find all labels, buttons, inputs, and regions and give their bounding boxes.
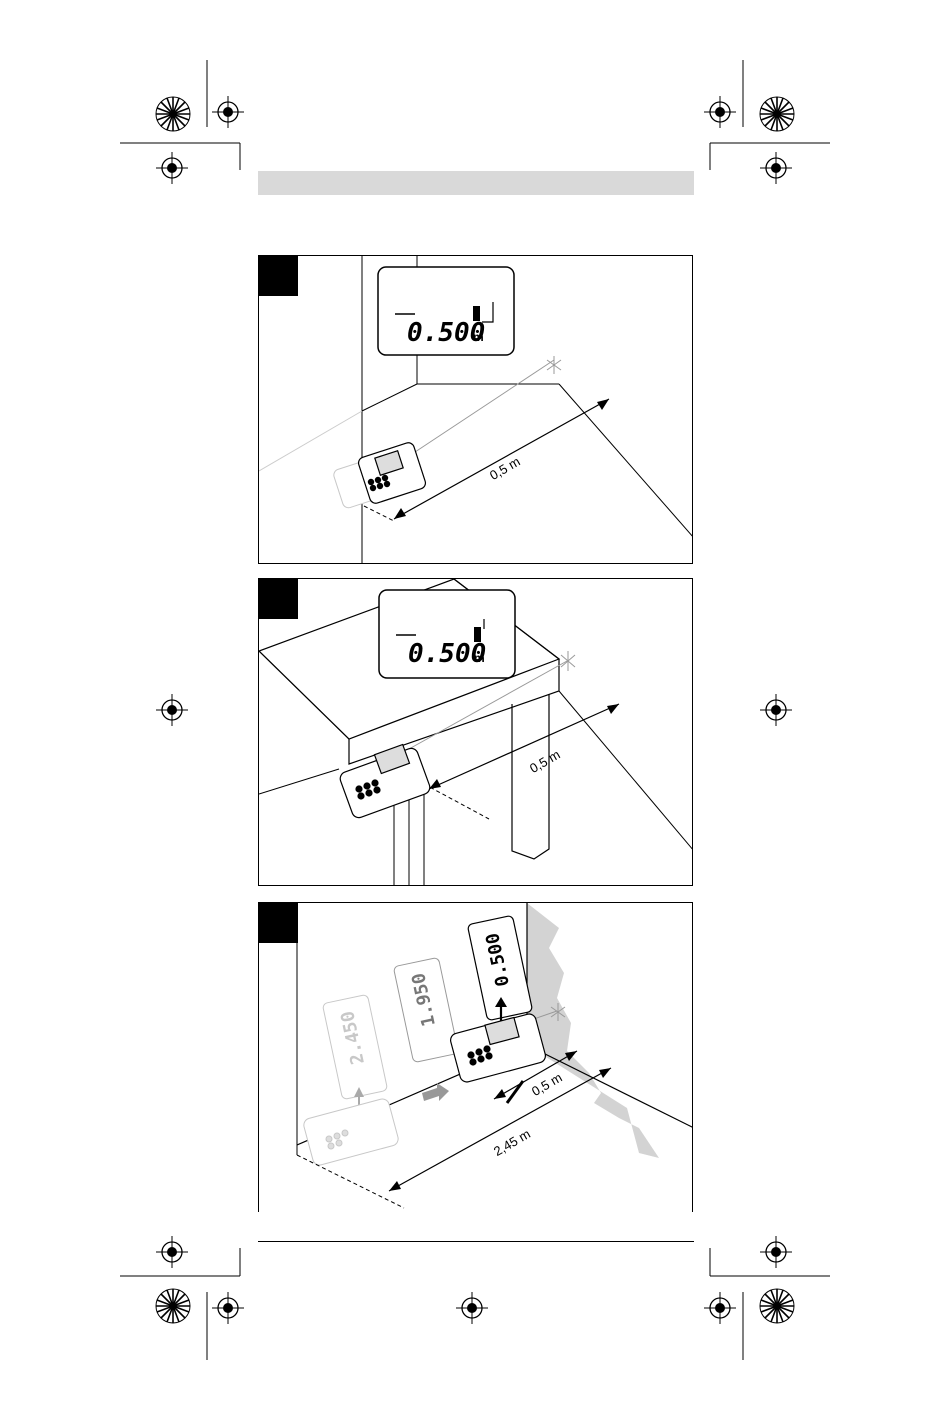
figure-panel-middle: 0.500 m 0,5 m — [258, 578, 693, 886]
range-finder-device — [338, 744, 431, 819]
figure-tab — [259, 579, 298, 619]
lcd-display: 0.500 m — [377, 266, 517, 356]
header-bar — [258, 171, 694, 195]
ghost-device — [302, 1097, 399, 1166]
lcd-display: 0.500 m — [378, 589, 518, 679]
arrow-right-icon — [422, 1083, 449, 1101]
wall-scene: 2.450 1.950 0.500 — [259, 903, 693, 1212]
figure-panel-bottom: 2.450 1.950 0.500 0,5 — [258, 902, 693, 1212]
figure-panel-top: 0.500 m 0,5 m — [258, 255, 693, 564]
lcd-unit: m — [474, 651, 485, 665]
lcd-unit: m — [473, 330, 484, 344]
range-finder-device — [449, 1012, 547, 1083]
laser-dot-icon — [561, 651, 575, 671]
figure-tab — [259, 256, 298, 296]
laser-dot-icon — [547, 356, 561, 374]
figure-tab — [259, 903, 298, 943]
footer-rule — [258, 1241, 694, 1242]
